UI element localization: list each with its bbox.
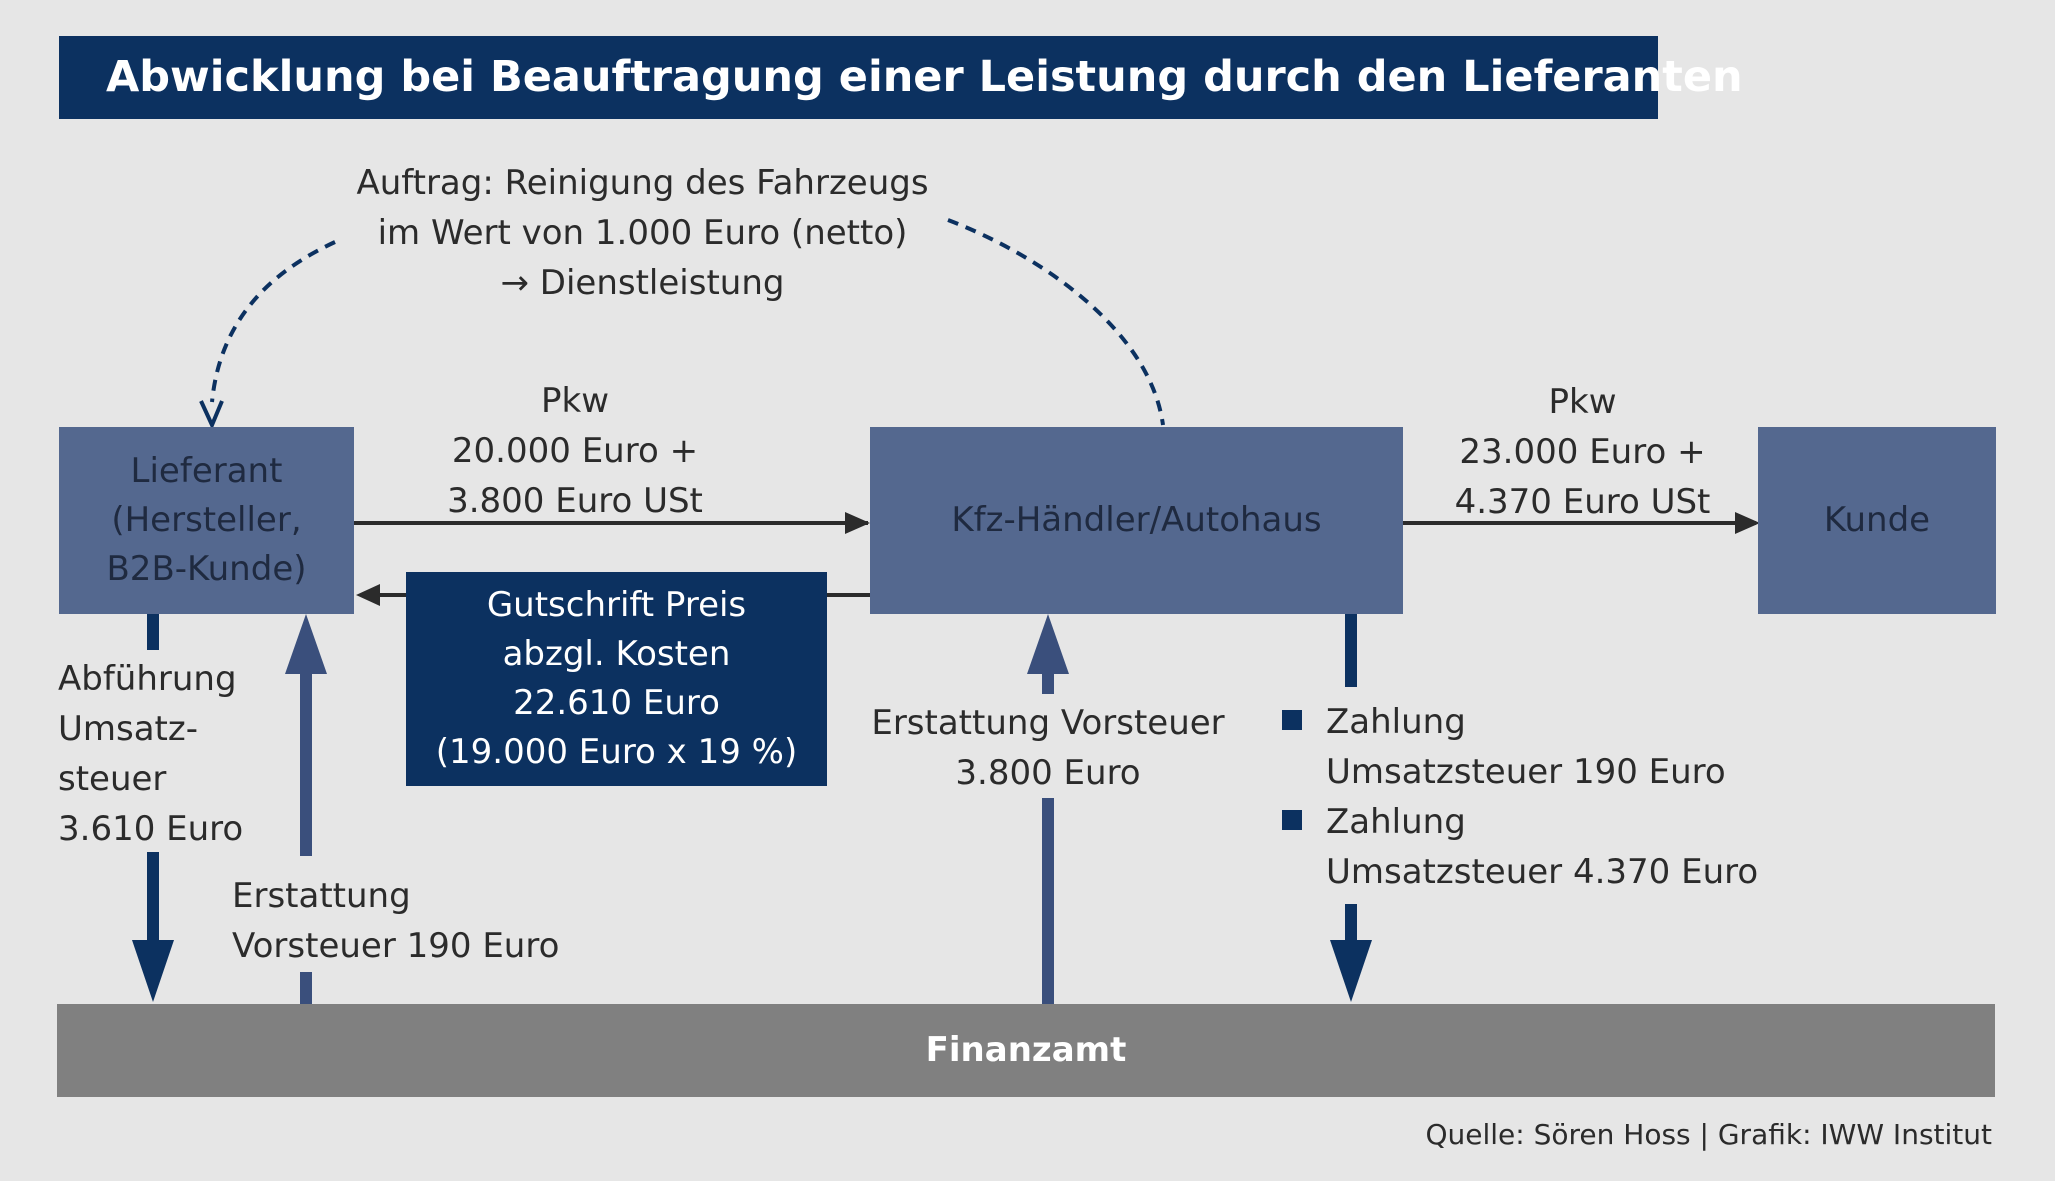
order-arc-arrowhead xyxy=(199,400,224,430)
supplier-node: Lieferant (Hersteller, B2B-Kunde) xyxy=(59,427,354,614)
supplier-refund-line2: Vorsteuer 190 Euro xyxy=(232,926,560,966)
supplier-vat-payment-label: Abführung Umsatz- steuer 3.610 Euro xyxy=(58,654,243,854)
supplier-vat-line4: 3.610 Euro xyxy=(58,809,244,849)
dealer-to-customer-label: Pkw 23.000 Euro + 4.370 Euro USt xyxy=(1410,377,1755,527)
dealer-to-customer-line1: Pkw xyxy=(1548,382,1617,422)
dealer-refund-line2: 3.800 Euro xyxy=(955,753,1141,793)
bullet-icon xyxy=(1282,710,1302,730)
order-arc-arrow xyxy=(210,240,336,403)
dealer-payment-1-line2: Umsatzsteuer 190 Euro xyxy=(1326,752,1726,792)
credit-note-line2: abzgl. Kosten xyxy=(502,634,731,674)
supplier-vat-line2: Umsatz- xyxy=(58,709,199,749)
dealer-payment-1-line1: Zahlung xyxy=(1326,702,1466,742)
supplier-to-dealer-label: Pkw 20.000 Euro + 3.800 Euro USt xyxy=(400,376,750,526)
supplier-refund-label: Erstattung Vorsteuer 190 Euro xyxy=(232,871,559,971)
dealer-refund-line1: Erstattung Vorsteuer xyxy=(871,703,1225,743)
supplier-refund-line1: Erstattung xyxy=(232,876,411,916)
dealer-refund-label: Erstattung Vorsteuer 3.800 Euro xyxy=(848,698,1248,798)
dealer-payment-down-arrow xyxy=(1345,614,1357,687)
order-annotation-line1: Auftrag: Reinigung des Fahrzeugs xyxy=(356,163,929,203)
credit-note-line4: (19.000 Euro x 19 %) xyxy=(435,732,798,772)
tax-office-bar xyxy=(57,1004,1995,1097)
customer-label: Kunde xyxy=(1823,500,1931,540)
supplier-to-dealer-line3: 3.800 Euro USt xyxy=(447,481,703,521)
source-credit: Quelle: Sören Hoss | Grafik: IWW Institu… xyxy=(1425,1118,1992,1151)
supplier-line3: B2B-Kunde) xyxy=(106,549,307,589)
page-title: Abwicklung bei Beauftragung einer Leistu… xyxy=(106,52,1743,102)
supplier-vat-line1: Abführung xyxy=(58,659,237,699)
dealer-to-customer-line2: 23.000 Euro + xyxy=(1459,432,1706,472)
credit-note-line1: Gutschrift Preis xyxy=(486,585,747,625)
order-arc-line xyxy=(947,218,1165,426)
customer-node: Kunde xyxy=(1758,427,1996,614)
supplier-to-dealer-line2: 20.000 Euro + xyxy=(451,431,699,471)
supplier-vat-down-arrow xyxy=(147,614,159,650)
dealer-label: Kfz-Händler/Autohaus xyxy=(951,500,1322,540)
supplier-vat-line3: steuer xyxy=(58,759,167,799)
dealer-payment-item: Zahlung Umsatzsteuer 190 Euro xyxy=(1326,697,1726,797)
dealer-payment-item: Zahlung Umsatzsteuer 4.370 Euro xyxy=(1326,797,1758,897)
supplier-to-dealer-line1: Pkw xyxy=(541,381,609,421)
dealer-payment-2-line1: Zahlung xyxy=(1326,802,1466,842)
dealer-to-customer-line3: 4.370 Euro USt xyxy=(1454,482,1711,522)
supplier-line1: Lieferant xyxy=(130,451,283,491)
order-annotation: Auftrag: Reinigung des Fahrzeugs im Wert… xyxy=(320,158,965,308)
credit-note-box: Gutschrift Preis abzgl. Kosten 22.610 Eu… xyxy=(406,572,827,786)
dealer-node: Kfz-Händler/Autohaus xyxy=(870,427,1403,614)
supplier-refund-up-arrow xyxy=(300,672,312,856)
dealer-payment-2-line2: Umsatzsteuer 4.370 Euro xyxy=(1326,852,1759,892)
dealer-refund-up-arrow xyxy=(1042,672,1054,694)
title-banner xyxy=(59,36,1658,119)
order-annotation-line2: im Wert von 1.000 Euro (netto) xyxy=(377,213,908,253)
bullet-icon xyxy=(1282,810,1302,830)
tax-office-label: Finanzamt xyxy=(925,1030,1127,1070)
credit-note-line3: 22.610 Euro xyxy=(513,683,720,723)
order-annotation-line3: → Dienstleistung xyxy=(500,263,785,303)
supplier-line2: (Hersteller, xyxy=(111,500,302,540)
